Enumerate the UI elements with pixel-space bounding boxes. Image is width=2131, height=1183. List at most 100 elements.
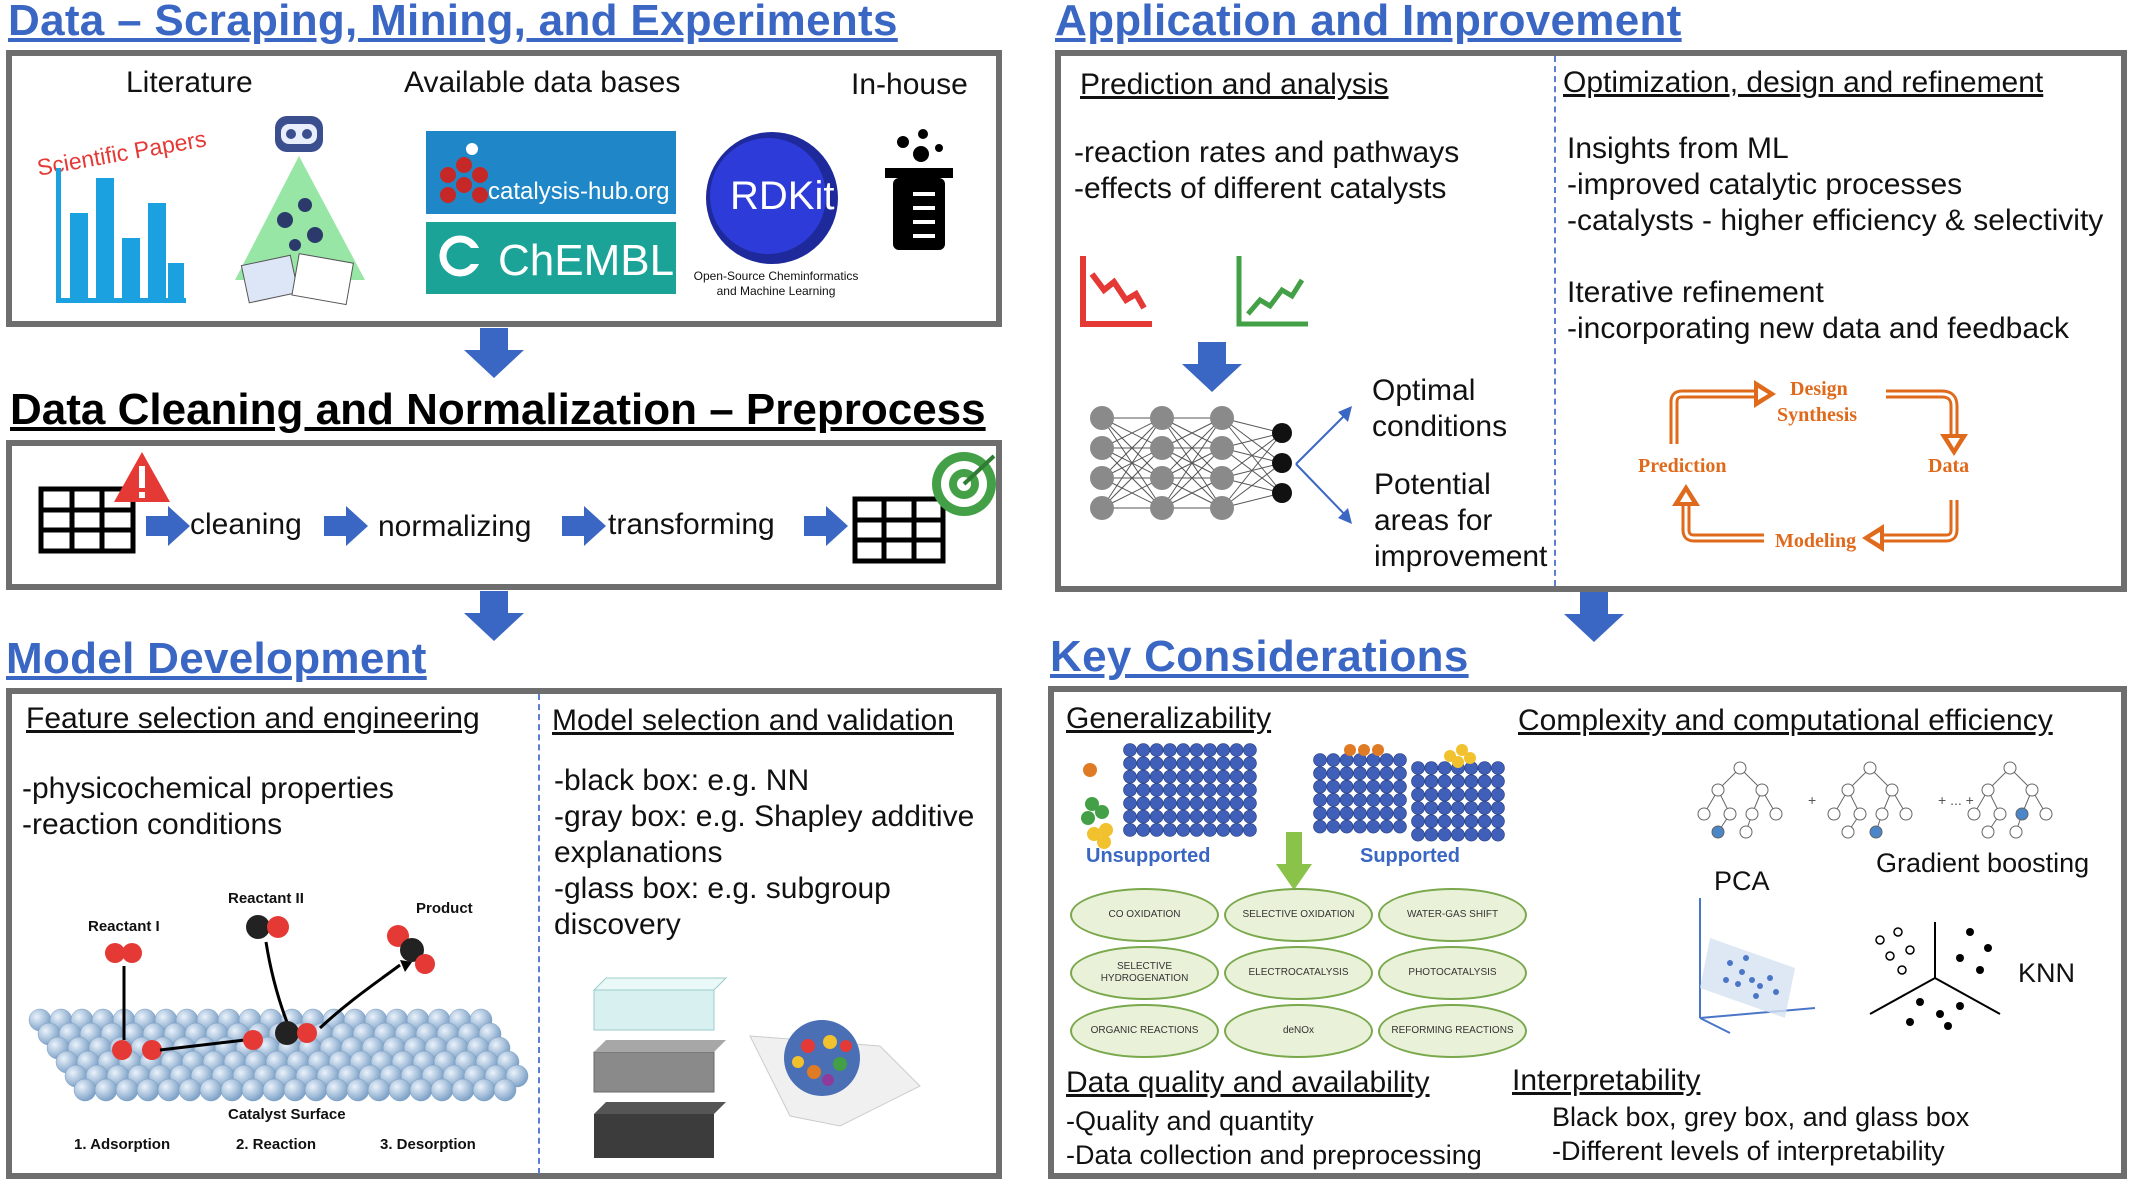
model-dev-divider [538, 694, 540, 1174]
model-heading: Model selection and validation [552, 704, 954, 737]
data-quality-item-1: -Quality and quantity [1066, 1106, 1314, 1136]
decision-trees-icon: + + ... + [1697, 761, 2053, 839]
refinement-cycle-arrows [1669, 380, 1968, 552]
literature-label: Literature [126, 66, 253, 99]
clean-table-icon [852, 496, 946, 564]
pill-water-gas-shift: WATER-GAS SHIFT [1378, 888, 1527, 942]
cycle-modeling: Modeling [1775, 530, 1857, 552]
model-item-2: -gray box: e.g. Shapley additive [554, 800, 975, 833]
catalysis-hub-text: catalysis-hub.org [488, 178, 670, 205]
supported-label: Supported [1360, 845, 1460, 867]
surface-label: Catalyst Surface [228, 1106, 346, 1123]
chembl-logo: ChEMBL [426, 222, 676, 294]
chembl-text: ChEMBL [498, 236, 675, 285]
reactant1-label: Reactant I [88, 918, 160, 935]
pill-selective-hydrogenation: SELECTIVE HYDROGENATION [1070, 946, 1219, 1000]
insights-2: -improved catalytic processes [1567, 168, 1963, 201]
feature-item-1: -physicochemical properties [22, 772, 394, 805]
rdkit-text: RDKit [730, 174, 835, 218]
insights-3: -catalysts - higher efficiency & selecti… [1567, 204, 2104, 237]
application-divider [1554, 56, 1556, 586]
target-icon [932, 452, 996, 516]
feature-heading: Feature selection and engineering [26, 702, 480, 735]
data-section-title: Data – Scraping, Mining, and Experiments [8, 0, 898, 45]
pca-label: PCA [1714, 866, 1770, 896]
arrow-down-app [1182, 342, 1242, 392]
gradient-boosting-label: Gradient boosting [1876, 848, 2090, 878]
rdkit-caption: Open-Source Cheminformatics and Machine … [693, 269, 859, 298]
pill-co-oxidation: CO OXIDATION [1070, 888, 1219, 942]
step-cleaning: cleaning [190, 508, 302, 541]
trend-down-icon [1080, 256, 1152, 327]
model-dev-title: Model Development [6, 634, 427, 683]
green-arrow-down [1276, 832, 1312, 890]
rdkit-logo [706, 132, 838, 264]
potential-line-2: areas for [1374, 504, 1493, 537]
svg-text:+ ... +: + ... + [1938, 792, 1974, 808]
trend-up-icon [1236, 256, 1308, 327]
pca-plot-icon [1699, 898, 1816, 1034]
interpretability-item-2: -Different levels of interpretability [1552, 1136, 1945, 1166]
pill-organic-reactions: ORGANIC REACTIONS [1070, 1004, 1219, 1058]
pill-selective-oxidation: SELECTIVE OXIDATION [1224, 888, 1373, 942]
insights-1: Insights from ML [1567, 132, 1789, 165]
pill-electrocatalysis: ELECTROCATALYSIS [1224, 946, 1373, 1000]
arrow-down-3 [1564, 592, 1624, 642]
optimal-line-2: conditions [1372, 410, 1508, 443]
optimization-heading: Optimization, design and refinement [1563, 66, 2044, 99]
warning-icon [114, 452, 170, 502]
application-box [1055, 50, 2127, 592]
step-normalizing: normalizing [378, 510, 532, 543]
data-quality-item-2: -Data collection and preprocessing [1066, 1140, 1482, 1170]
arrow-right-2 [324, 506, 368, 546]
cycle-prediction: Prediction [1638, 455, 1727, 477]
product-label: Product [416, 900, 473, 917]
inhouse-label: In-house [851, 68, 968, 101]
nn-output-arrows [1295, 406, 1352, 524]
data-quality-heading: Data quality and availability [1066, 1066, 1430, 1099]
iterative-1: Iterative refinement [1567, 276, 1824, 309]
optimal-line-1: Optimal [1372, 374, 1476, 407]
cycle-data: Data [1928, 455, 1970, 477]
pill-photocatalysis: PHOTOCATALYSIS [1378, 946, 1527, 1000]
complexity-heading: Complexity and computational efficiency [1518, 704, 2053, 737]
arrow-right-1 [146, 506, 190, 546]
prediction-item-2: -effects of different catalysts [1074, 172, 1447, 205]
databases-label: Available data bases [404, 66, 681, 99]
model-item-3: explanations [554, 836, 723, 869]
knn-label: KNN [2018, 958, 2076, 988]
prediction-heading: Prediction and analysis [1080, 68, 1389, 101]
pill-reforming-reactions: REFORMING REACTIONS [1378, 1004, 1527, 1058]
cycle-synthesis: Synthesis [1777, 404, 1858, 426]
step-adsorption: 1. Adsorption [74, 1136, 171, 1153]
interpretability-heading: Interpretability [1512, 1064, 1701, 1097]
potential-line-1: Potential [1374, 468, 1491, 501]
arrow-right-3 [562, 506, 606, 546]
knn-plot-icon [1869, 922, 2001, 1030]
pill-denox: deNOx [1224, 1004, 1373, 1058]
bar-chart-icon [56, 168, 186, 303]
step-desorption: 3. Desorption [380, 1136, 476, 1153]
arrow-down-1 [464, 328, 524, 378]
model-item-1: -black box: e.g. NN [554, 764, 810, 797]
iterative-2: -incorporating new data and feedback [1567, 312, 2070, 345]
reactant2-label: Reactant II [228, 890, 304, 907]
robot-scanning-icon [235, 116, 365, 306]
catalysis-hub-logo: catalysis-hub.org [426, 131, 676, 214]
generalizability-heading: Generalizability [1066, 702, 1272, 735]
unsupported-label: Unsupported [1086, 845, 1211, 867]
beaker-icon [885, 129, 953, 250]
neural-network-icon [1090, 406, 1292, 520]
application-title: Application and Improvement [1055, 0, 1682, 45]
arrow-right-4 [804, 506, 848, 546]
interpretability-item-1: Black box, grey box, and glass box [1552, 1102, 1970, 1132]
step-reaction: 2. Reaction [236, 1136, 317, 1153]
potential-line-3: improvement [1374, 540, 1548, 573]
preprocess-title: Data Cleaning and Normalization – Prepro… [10, 385, 986, 434]
prediction-item-1: -reaction rates and pathways [1074, 136, 1460, 169]
model-item-5: discovery [554, 908, 681, 941]
box-models-illustration [592, 977, 921, 1158]
cycle-design: Design [1790, 378, 1848, 400]
step-transforming: transforming [608, 508, 775, 541]
catalyst-surface-illustration [28, 915, 529, 1102]
